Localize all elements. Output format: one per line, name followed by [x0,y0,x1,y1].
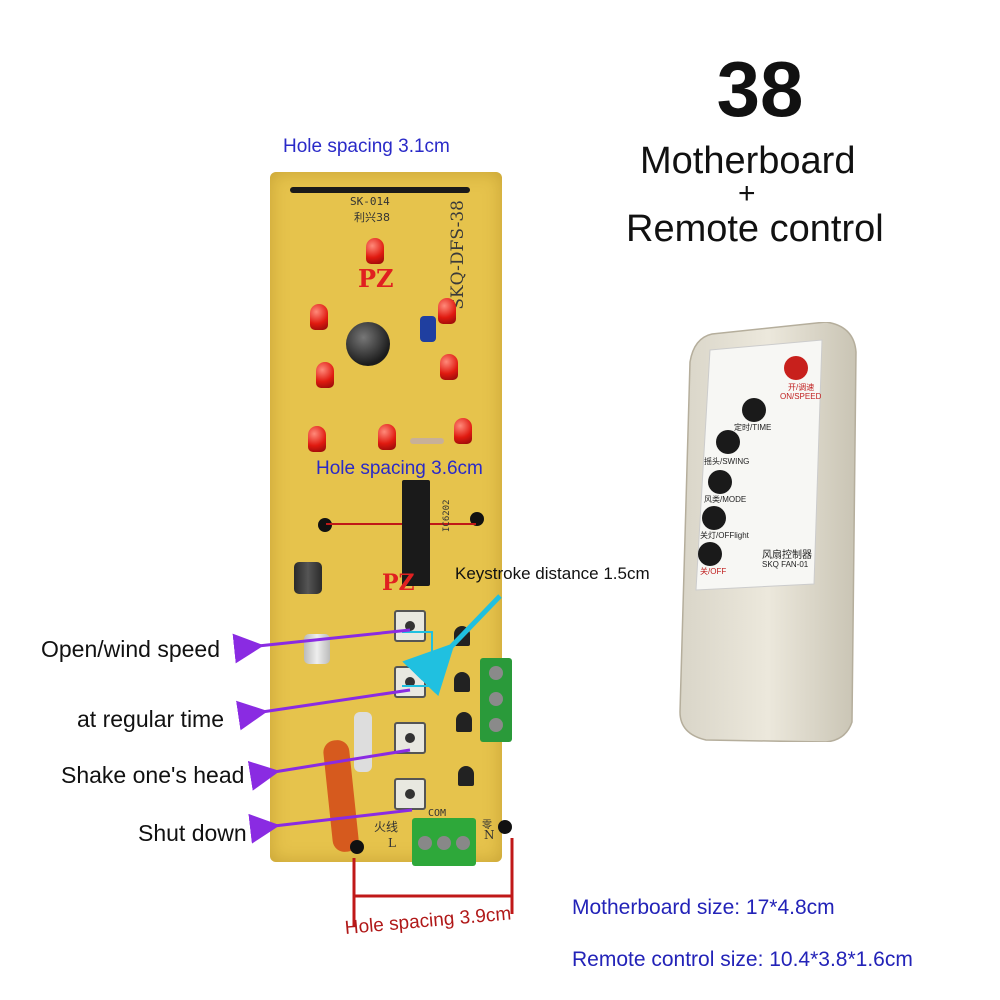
remote-button-off[interactable] [698,542,722,566]
board-brand: 利兴38 [354,211,390,224]
fire-line-label: 火线 [374,820,399,834]
motherboard-size-label: Motherboard size: 17*4.8cm [572,896,835,919]
remote-size-label: Remote control size: 10.4*3.8*1.6cm [572,948,913,971]
remote-button-swing[interactable] [716,430,740,454]
board-model-code: SK-014 [350,195,390,208]
remote-label-on-speed-en: ON/SPEED [780,392,822,401]
transistor [458,766,474,786]
mount-hole [350,840,364,854]
transistor [454,672,470,692]
label-open-wind-speed: Open/wind speed [41,636,221,662]
arrow-regular-time [236,688,411,731]
title-remote-control: Remote control [626,208,884,250]
led-indicator [308,426,326,452]
keystroke-bracket [402,631,433,687]
title-plus: + [738,177,756,210]
led-indicator [438,298,456,324]
title-motherboard: Motherboard [640,140,856,182]
remote-button-on-speed[interactable] [784,356,808,380]
mount-hole [318,518,332,532]
terminal-block-outputs [480,658,512,742]
remote-name: 风扇控制器 [762,550,812,561]
remote-control: 开/调速 ON/SPEED 定时/TIME 摇头/SWING 风类/MODE 关… [676,322,858,742]
L-label: L [388,836,396,850]
label-shut-down: Shut down [138,820,247,846]
hole-spacing-top-label: Hole spacing 3.1cm [283,136,450,157]
board-button-swing[interactable] [394,722,426,754]
arrow-open-speed [232,628,411,664]
neutral-label: 零 [482,820,492,831]
board-pz-top: PZ [358,264,394,293]
led-indicator [316,362,334,388]
led-indicator [440,354,458,380]
terminal-block-power [412,818,476,866]
hole-dimension-line [326,523,476,525]
led-indicator [310,304,328,330]
ir-receiver [346,322,390,366]
remote-label-off-light: 关灯/OFFlight [700,531,749,540]
led-indicator [378,424,396,450]
board-button-open-speed[interactable] [394,610,426,642]
remote-body [679,322,857,742]
remote-label-time: 定时/TIME [734,423,772,432]
remote-label-mode: 风类/MODE [704,495,747,504]
N-label: N [484,828,495,842]
label-regular-time: at regular time [77,706,225,732]
mount-slot-top [290,187,470,193]
remote-label-on-speed-cn: 开/调速 [788,383,815,392]
remote-label-swing: 摇头/SWING [704,457,750,466]
arrow-shake-head [247,748,411,791]
capacitor [294,562,322,594]
keystroke-distance-label: Keystroke distance 1.5cm [455,564,650,583]
ic-chip [402,480,430,586]
board-pz-bottom: PZ [382,570,415,596]
resistor [410,438,444,444]
remote-button-time[interactable] [742,398,766,422]
mount-hole [498,820,512,834]
com-label: COM [428,808,447,819]
transistor [456,712,472,732]
mount-hole [470,512,484,526]
led-indicator [366,238,384,264]
remote-label-off: 关/OFF [700,567,727,576]
hole-spacing-mid-label: Hole spacing 3.6cm [316,458,483,479]
keystroke-arrow [402,594,502,697]
board-button-shut-down[interactable] [394,778,426,810]
remote-button-off-light[interactable] [702,506,726,530]
motherboard: SK-014 利兴38 SKQ-DFS-38 PZ IC6202 PZ 火线 L [270,172,512,862]
remote-button-mode[interactable] [708,470,732,494]
led-indicator [454,418,472,444]
arrow-shut-down [248,808,413,844]
remote-model: SKQ FAN-01 [762,560,809,569]
capacitor [420,316,436,342]
label-shake-head: Shake one's head [61,762,245,788]
title-number: 38 [716,45,804,133]
